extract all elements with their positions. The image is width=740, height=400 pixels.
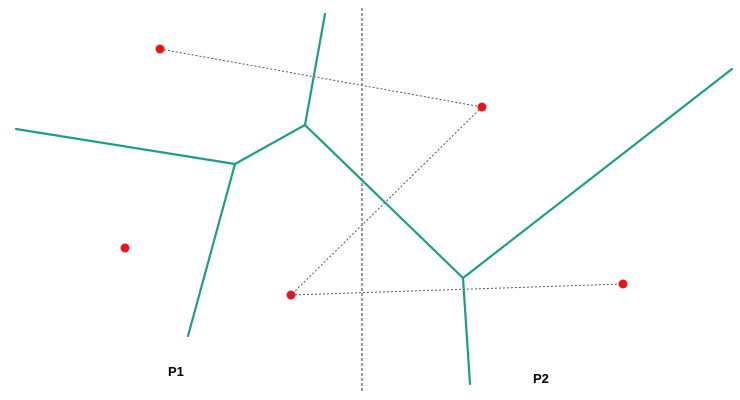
voronoi-edge — [14, 127, 237, 166]
voronoi-edge — [303, 123, 465, 280]
voronoi-edge — [461, 67, 734, 280]
site-point — [618, 279, 628, 289]
region-label-p1: P1 — [168, 364, 184, 379]
voronoi-edge — [186, 162, 237, 338]
connector-center-bottom-to-right-bottom — [290, 283, 624, 296]
site-point — [477, 102, 487, 112]
site-point — [286, 290, 296, 300]
site-point — [155, 44, 165, 54]
connector-top-right-to-center-bottom — [290, 106, 483, 296]
voronoi-edge — [461, 276, 472, 386]
voronoi-edge — [233, 123, 307, 166]
site-point — [120, 243, 130, 253]
connector-top-left-to-top-right — [159, 48, 483, 108]
voronoi-edge — [303, 12, 327, 127]
region-label-p2: P2 — [533, 371, 549, 386]
site-points — [120, 44, 628, 300]
site-connectors — [159, 48, 624, 296]
voronoi-edges — [14, 12, 734, 386]
